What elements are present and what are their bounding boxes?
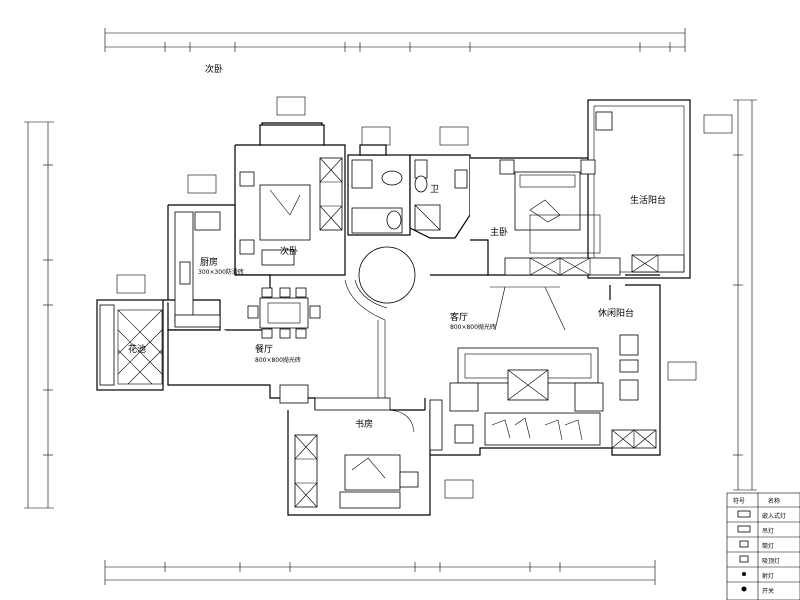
legend-table: 符号 名称 嵌入式灯 吊灯 筒灯 吸顶灯 射灯 开关 bbox=[726, 492, 800, 600]
label-living-spec: 800×800抛光砖 bbox=[450, 323, 496, 331]
label-kitchen-spec: 300×300防滑砖 bbox=[198, 268, 244, 276]
master-furniture bbox=[499, 159, 621, 276]
legend-row-2: 吊灯 bbox=[762, 527, 774, 535]
laundry-items bbox=[595, 111, 685, 273]
dimension-top bbox=[104, 28, 686, 52]
round-hall bbox=[344, 246, 416, 398]
legend-row-1: 嵌入式灯 bbox=[762, 512, 786, 520]
living-furniture bbox=[449, 286, 657, 449]
label-kitchen: 厨房 bbox=[200, 256, 218, 268]
legend-header-name: 名称 bbox=[768, 497, 780, 505]
label-dining-spec: 800×800抛光砖 bbox=[255, 356, 301, 364]
label-bedroom-second: 次卧 bbox=[280, 245, 298, 257]
dimension-right bbox=[733, 99, 757, 491]
legend-row-4: 吸顶灯 bbox=[762, 557, 780, 565]
kitchen-fixtures bbox=[174, 211, 221, 328]
dimension-left bbox=[24, 121, 54, 509]
label-dining: 餐厅 bbox=[255, 343, 273, 355]
label-study: 书房 bbox=[355, 418, 373, 430]
label-master-bedroom: 主卧 bbox=[490, 226, 508, 238]
legend-row-3: 筒灯 bbox=[762, 542, 774, 550]
bedroom-top-furniture bbox=[239, 157, 343, 266]
label-bedroom-second-top: 次卧 bbox=[205, 63, 223, 75]
legend-header-symbol: 符号 bbox=[733, 497, 745, 505]
legend-row-5: 射灯 bbox=[762, 572, 774, 580]
label-tags bbox=[116, 96, 733, 499]
legend-row-6: 开关 bbox=[762, 587, 774, 595]
label-bathroom: 卫 bbox=[430, 185, 439, 195]
bathroom-fixtures bbox=[351, 159, 468, 234]
dining-table bbox=[247, 287, 321, 339]
label-balcony-left: 花池 bbox=[128, 343, 146, 355]
study-furniture bbox=[279, 384, 443, 509]
label-living-balcony: 休闲阳台 bbox=[598, 307, 634, 319]
label-laundry-balcony: 生活阳台 bbox=[630, 194, 666, 206]
balcony-pattern bbox=[99, 304, 163, 386]
dimension-bottom bbox=[104, 560, 656, 585]
label-living: 客厅 bbox=[450, 311, 468, 323]
